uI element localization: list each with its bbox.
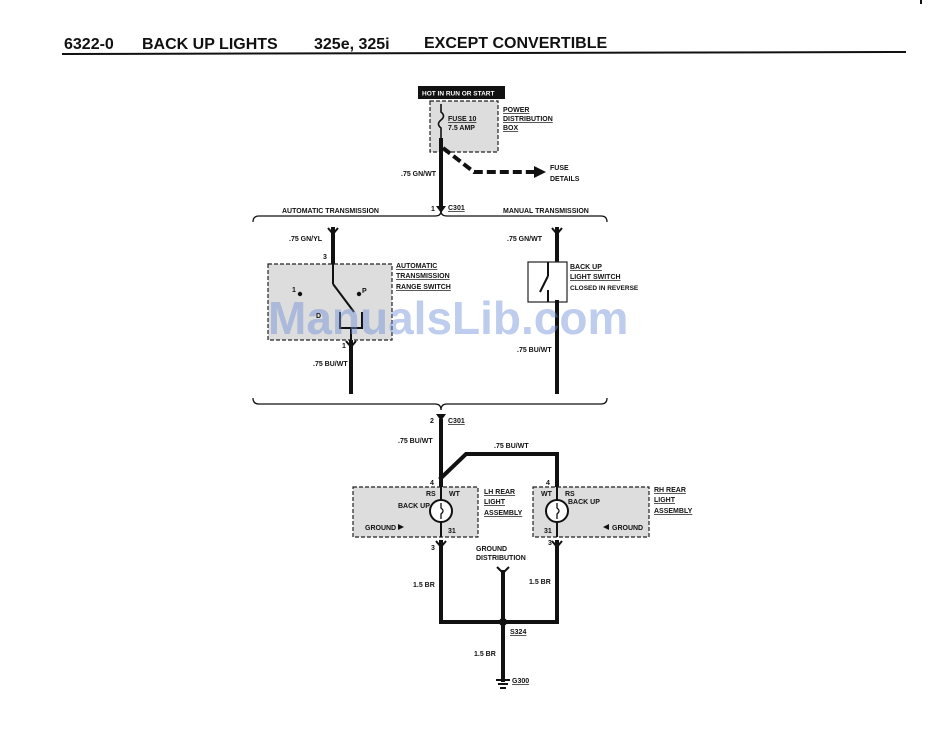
lh-assembly-label-line1: LH REAR <box>484 489 515 496</box>
ground-distribution-break-mark <box>496 566 510 575</box>
c301-bottom-pin: 2 <box>430 418 434 425</box>
wire-gn-wt-feed-label: .75 GN/WT <box>401 171 437 178</box>
auto-switch-pin-bot: 1 <box>342 343 346 350</box>
bu-wt-auto-break-mark <box>345 340 357 349</box>
watermark: ManualsLib.com <box>268 292 628 344</box>
auto-switch-arm <box>332 283 355 313</box>
wire-br-lh-label: 1.5 BR <box>413 582 435 589</box>
lh-wt-label: WT <box>449 491 461 498</box>
lh-assembly-label-line2: LIGHT <box>484 499 506 506</box>
diagram-code: 6322-0 <box>64 36 114 53</box>
ground-distribution-line1: GROUND <box>476 546 507 553</box>
wire-gn-yl-label: .75 GN/YL <box>289 236 323 243</box>
fuse-details-line2: DETAILS <box>550 176 580 183</box>
rh-wt-label: WT <box>541 491 553 498</box>
s324-splice <box>499 618 507 626</box>
c301-bottom-connector <box>436 414 446 421</box>
wire-bu-wt-to-rh-label: .75 BU/WT <box>494 443 529 450</box>
manual-switch-label-line1: BACK UP <box>570 264 602 271</box>
bottom-brace <box>252 397 608 411</box>
c301-bottom-label: C301 <box>448 418 465 425</box>
manual-switch-label-line2: LIGHT SWITCH <box>570 274 621 281</box>
rh-back-up-label: BACK UP <box>568 499 600 506</box>
auto-switch-pos-1: 1 <box>292 287 296 294</box>
gn-yl-break-mark <box>327 227 339 236</box>
fuse-details-line1: FUSE <box>550 165 569 172</box>
wire-gn-wt-manual-label: .75 GN/WT <box>507 236 543 243</box>
wire-bu-wt-auto-label: .75 BU/WT <box>313 361 348 368</box>
lh-lamp-filament <box>440 503 444 519</box>
c301-top-label: C301 <box>448 205 465 212</box>
wire-bu-wt-manual-label: .75 BU/WT <box>517 347 552 354</box>
diagram-title: BACK UP LIGHTS <box>142 36 278 53</box>
rh-rs-label: RS <box>565 491 575 498</box>
pdb-label-line2: DISTRIBUTION <box>503 116 553 123</box>
hot-in-run-label-box <box>418 86 505 99</box>
rh-ground-arrow <box>603 524 609 530</box>
rh-ground-label: GROUND <box>612 525 643 532</box>
lh-pin-31: 31 <box>448 528 456 535</box>
rh-assembly-label-line2: LIGHT <box>654 497 676 504</box>
wire-bu-wt-to-rh <box>438 452 559 488</box>
fuse-details-branch <box>441 146 534 174</box>
ground-distribution-line2: DISTRIBUTION <box>476 555 526 562</box>
manual-switch-arm <box>539 275 549 293</box>
auto-switch-label-line2: TRANSMISSION <box>396 273 450 280</box>
auto-switch-label-line3: RANGE SWITCH <box>396 284 451 291</box>
auto-switch-contact-p <box>356 291 362 297</box>
pdb-label-line1: POWER <box>503 107 529 114</box>
g300-label: G300 <box>512 678 529 685</box>
c301-top-connector <box>436 206 446 213</box>
s324-label: S324 <box>510 629 526 636</box>
pdb-label-line3: BOX <box>503 125 519 132</box>
wire-br-ground-label: 1.5 BR <box>474 651 496 658</box>
fuse-10-label: FUSE 10 <box>448 116 477 123</box>
fuse-10-rating: 7.5 AMP <box>448 125 475 132</box>
wire-bu-wt-to-lh-label: .75 BU/WT <box>398 438 433 445</box>
auto-switch-pos-d: D <box>316 313 321 320</box>
automatic-transmission-range-switch <box>267 263 393 341</box>
c301-top-pin: 1 <box>431 206 435 213</box>
diagram-variant: EXCEPT CONVERTIBLE <box>424 35 607 52</box>
auto-switch-label-line1: AUTOMATIC <box>396 263 437 270</box>
lh-ground-arrow <box>398 524 404 530</box>
rh-pin-31: 31 <box>544 528 552 535</box>
auto-transmission-title: AUTOMATIC TRANSMISSION <box>282 208 379 215</box>
manual-transmission-title: MANUAL TRANSMISSION <box>503 208 589 215</box>
lh-pin-3: 3 <box>431 545 435 552</box>
lh-pin-4: 4 <box>430 480 434 487</box>
auto-switch-contact-1 <box>297 291 303 297</box>
fuse-details-arrow <box>534 166 546 178</box>
auto-switch-pos-p: P <box>362 288 367 295</box>
lh-rear-light-assembly <box>352 486 479 538</box>
lh-rs-label: RS <box>426 491 436 498</box>
hot-in-run-label: HOT IN RUN OR START <box>422 91 494 98</box>
rh-assembly-label-line1: RH REAR <box>654 487 686 494</box>
rh-pin-3: 3 <box>548 540 552 547</box>
lh-ground-label: GROUND <box>365 525 396 532</box>
rh-assembly-label-line3: ASSEMBLY <box>654 508 693 515</box>
lh-back-up-label: BACK UP <box>398 503 430 510</box>
gn-wt-manual-break-mark <box>551 227 563 236</box>
fuse-10-symbol <box>437 104 445 140</box>
header-rule <box>61 51 907 55</box>
diagram-models: 325e, 325i <box>314 36 390 53</box>
wire-br-rh-label: 1.5 BR <box>529 579 551 586</box>
top-brace <box>252 210 608 223</box>
rh-lamp-filament <box>556 503 560 519</box>
rh-pin-4: 4 <box>546 480 550 487</box>
auto-switch-pin-top: 3 <box>323 254 327 261</box>
manual-switch-label-line3: CLOSED IN REVERSE <box>570 285 639 292</box>
lh-assembly-label-line3: ASSEMBLY <box>484 510 523 517</box>
